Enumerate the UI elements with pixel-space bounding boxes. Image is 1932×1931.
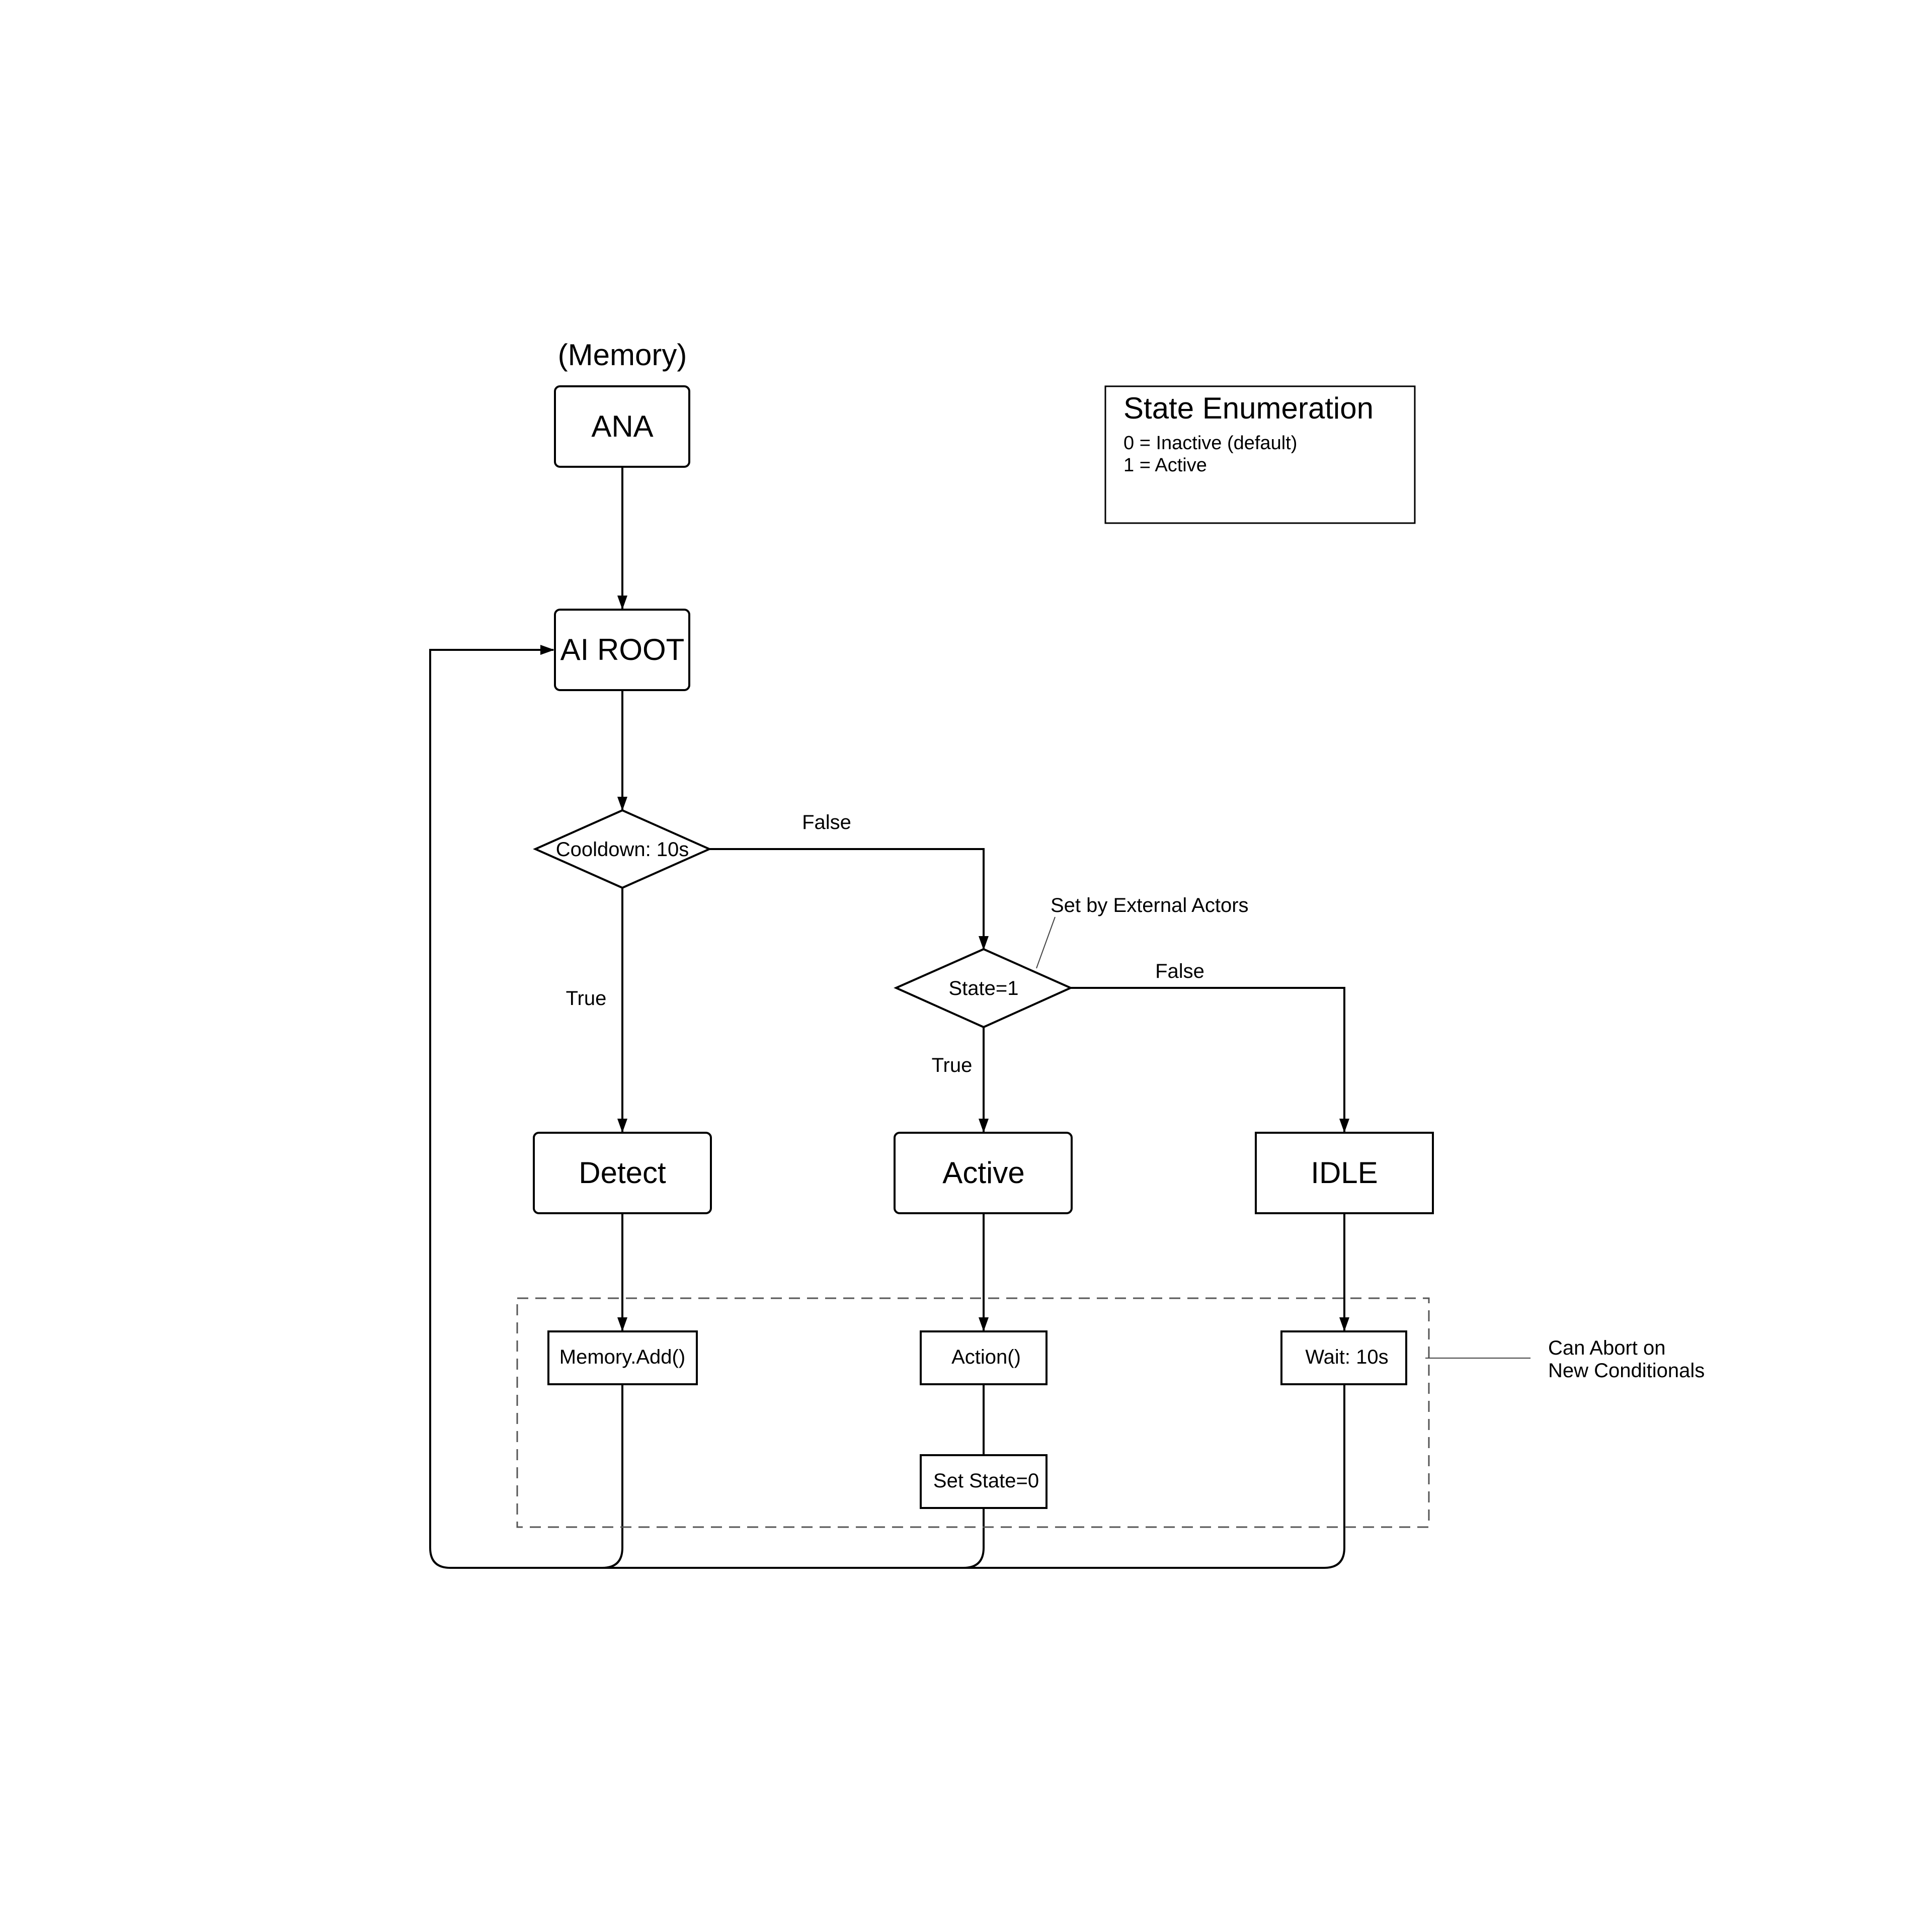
edge-state-false-to-idle: [1071, 987, 1349, 1133]
action-label: Action(): [951, 1346, 1021, 1368]
external-actors-callout-line: [1036, 916, 1056, 969]
cooldown-true-label: True: [566, 987, 607, 1010]
cooldown-label: Cooldown: 10s: [556, 838, 689, 861]
ai-root-label: AI ROOT: [560, 633, 685, 666]
detect-label: Detect: [579, 1156, 666, 1190]
set-state-label: Set State=0: [933, 1470, 1039, 1492]
wait-node[interactable]: Wait: 10s: [1280, 1330, 1407, 1385]
abortable-actions-group: [516, 1297, 1430, 1528]
active-label: Active: [942, 1156, 1024, 1190]
abort-annotation-line2: New Conditionals: [1548, 1360, 1705, 1382]
abort-annotation-line1: Can Abort on: [1548, 1337, 1666, 1359]
external-actors-annotation: Set by External Actors: [1051, 894, 1249, 916]
state-true-label: True: [932, 1054, 973, 1076]
active-node[interactable]: Active: [894, 1132, 1073, 1214]
edge-loop-back-to-ai-root: [429, 645, 623, 1569]
memory-label: (Memory): [558, 338, 687, 372]
legend-line-1: 0 = Inactive (default): [1123, 433, 1297, 454]
state-enumeration-legend: State Enumeration 0 = Inactive (default)…: [1104, 385, 1416, 524]
memory-add-label: Memory.Add(): [559, 1346, 685, 1368]
ai-root-node[interactable]: AI ROOT: [554, 609, 690, 691]
state-decision[interactable]: State=1: [894, 948, 1073, 1029]
action-node[interactable]: Action(): [920, 1330, 1048, 1385]
ana-label: ANA: [591, 409, 653, 443]
legend-line-2: 1 = Active: [1123, 455, 1207, 476]
cooldown-decision[interactable]: Cooldown: 10s: [533, 809, 712, 889]
wait-label: Wait: 10s: [1305, 1346, 1388, 1368]
idle-node[interactable]: IDLE: [1255, 1132, 1434, 1214]
set-state-node[interactable]: Set State=0: [920, 1454, 1048, 1509]
detect-node[interactable]: Detect: [533, 1132, 712, 1214]
state-check-label: State=1: [948, 977, 1018, 999]
cooldown-false-label: False: [802, 811, 851, 833]
state-false-label: False: [1155, 960, 1204, 982]
ana-node[interactable]: ANA: [554, 385, 690, 468]
edge-wait-return: [956, 1384, 1345, 1569]
memory-add-node[interactable]: Memory.Add(): [547, 1330, 698, 1385]
edge-cooldown-false-to-state: [709, 848, 989, 950]
legend-title: State Enumeration: [1123, 391, 1374, 425]
edge-set-state-return: [599, 1508, 985, 1569]
idle-label: IDLE: [1311, 1156, 1378, 1190]
